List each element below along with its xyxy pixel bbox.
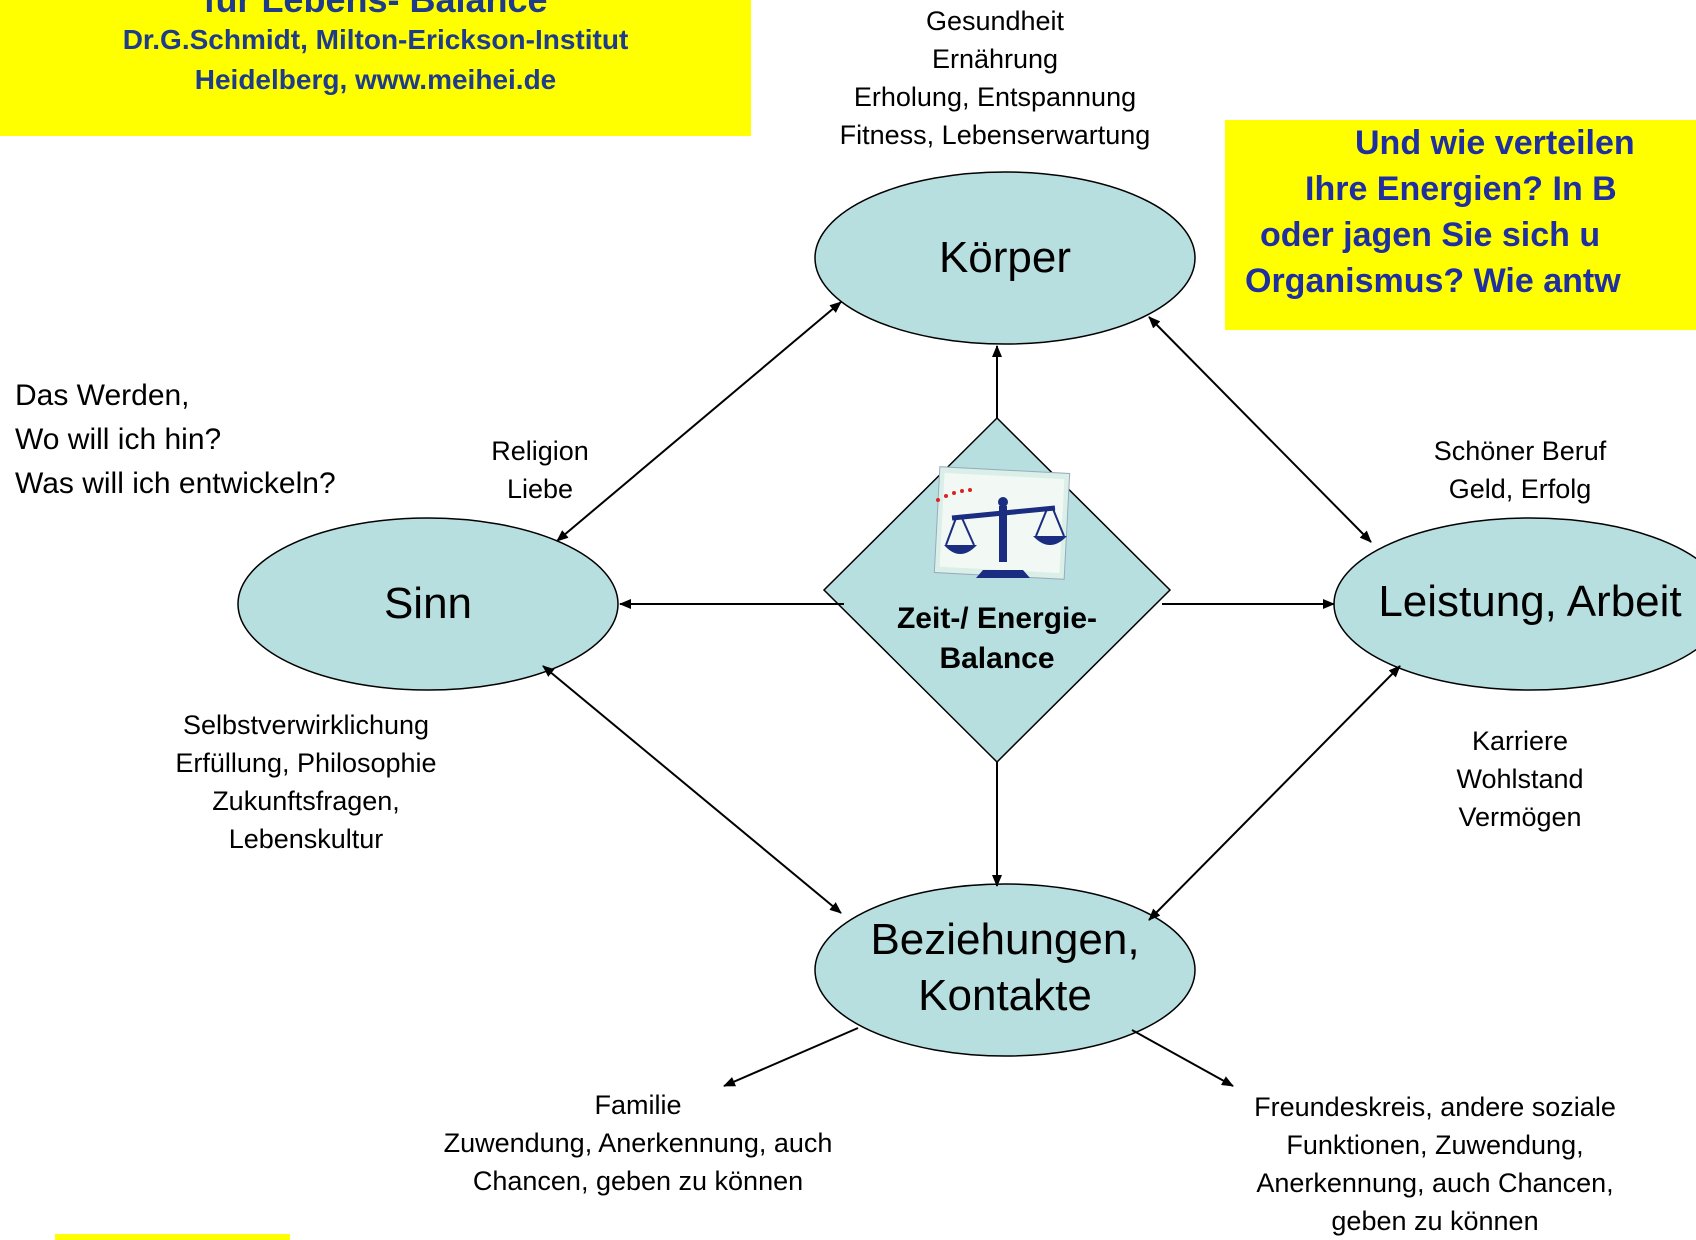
label-line: Anerkennung, auch Chancen, (1256, 1168, 1614, 1198)
arrow-beziehungen-to-freunde (1131, 1029, 1234, 1087)
label-line: Liebe (506, 474, 574, 504)
label-line: Geld, Erfolg (1448, 474, 1592, 504)
node-sinn: Sinn (383, 579, 473, 628)
node-sinn-shape (237, 517, 619, 691)
label-koerper-top: Gesundheit Ernährung Erholung, Entspannu… (795, 2, 1195, 154)
node-leistung: Leistung, Arbeit (1378, 577, 1682, 626)
center-label-line1: Zeit-/ Energie- (896, 602, 1098, 635)
node-beziehungen-shape (814, 883, 1196, 1057)
node-koerper: Körper (938, 233, 1072, 282)
bottom-yellow-fragment (55, 1234, 290, 1240)
title-box: für Lebens- Balance Dr.G.Schmidt, Milton… (0, 0, 751, 136)
node-koerper-shape (814, 171, 1196, 345)
label-religion: Religion Liebe (460, 432, 620, 508)
arrow-sinn-koerper (556, 301, 842, 542)
arrow-koerper-leistung (1148, 316, 1372, 543)
label-line: Zuwendung, Anerkennung, auch (443, 1128, 833, 1158)
label-line: Vermögen (1458, 802, 1582, 832)
label-line: Selbstverwirklichung (182, 710, 430, 740)
arrow-sinn-beziehungen (542, 665, 842, 914)
label-line: Funktionen, Zuwendung, (1286, 1130, 1584, 1160)
label-familie: Familie Zuwendung, Anerkennung, auch Cha… (398, 1086, 878, 1200)
label-line: Freundeskreis, andere soziale (1254, 1092, 1616, 1122)
label-line: Gesundheit (925, 6, 1065, 36)
label-karriere: Karriere Wohlstand Vermögen (1420, 722, 1620, 836)
label-line: Religion (491, 436, 589, 466)
title-line3: Heidelberg, www.meihei.de (194, 64, 557, 95)
center-label-line2: Balance (939, 642, 1055, 675)
center-label: Zeit-/ Energie- Balance (852, 599, 1142, 679)
question-line: Organismus? Wie antw (1245, 262, 1621, 300)
node-beziehungen-line1: Beziehungen, (870, 915, 1140, 964)
balance-scale-icon (933, 466, 1071, 580)
label-line: Das Werden, (15, 379, 190, 412)
arrow-beziehungen-to-familie (723, 1027, 859, 1087)
question-line: Und wie verteilen (1355, 124, 1635, 162)
label-line: Erholung, Entspannung (853, 82, 1137, 112)
question-box: Und wie verteilen Ihre Energien? In B od… (1225, 120, 1696, 330)
label-freunde: Freundeskreis, andere soziale Funktionen… (1200, 1088, 1670, 1240)
label-beruf: Schöner Beruf Geld, Erfolg (1390, 432, 1650, 508)
node-beziehungen-line2: Kontakte (918, 971, 1092, 1020)
label-line: Wo will ich hin? (15, 423, 222, 456)
arrow-leistung-beziehungen (1148, 665, 1401, 921)
question-line: oder jagen Sie sich u (1260, 216, 1601, 254)
title-line1: für Lebens- Balance (0, 0, 751, 20)
label-line: Fitness, Lebenserwartung (839, 120, 1151, 150)
label-line: Schöner Beruf (1433, 436, 1607, 466)
label-line: Ernährung (931, 44, 1059, 74)
label-line: Erfüllung, Philosophie (175, 748, 437, 778)
label-line: Zukunftsfragen, (212, 786, 400, 816)
label-line: Familie (594, 1090, 682, 1120)
label-sinn-bottom: Selbstverwirklichung Erfüllung, Philosop… (126, 706, 486, 858)
label-line: Was will ich entwickeln? (15, 467, 336, 500)
question-line: Ihre Energien? In B (1305, 170, 1617, 208)
label-line: Wohlstand (1456, 764, 1584, 794)
label-werden: Das Werden, Wo will ich hin? Was will ic… (15, 374, 336, 506)
title-line2: Dr.G.Schmidt, Milton-Erickson-Institut (122, 24, 629, 55)
label-line: Chancen, geben zu können (472, 1166, 804, 1196)
label-line: Lebenskultur (228, 824, 384, 854)
label-line: geben zu können (1331, 1206, 1539, 1236)
label-line: Karriere (1471, 726, 1569, 756)
